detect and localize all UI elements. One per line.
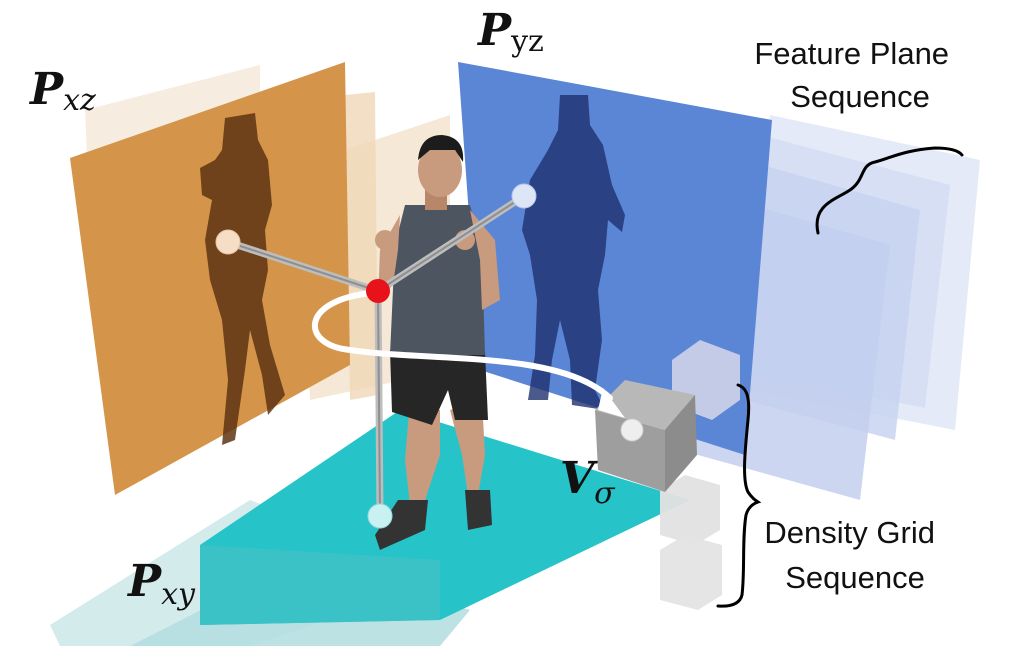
v-sigma-label: Vσ — [560, 453, 616, 511]
density-grid-sequence-stack — [595, 340, 740, 610]
person — [375, 135, 500, 550]
xy-projection-point — [367, 503, 393, 529]
yz-projection-point — [511, 183, 537, 209]
density-grid-brace — [716, 383, 762, 608]
xy-plane-stack — [50, 410, 690, 646]
density-cube — [595, 380, 697, 492]
density-grid-sequence-label: Density Grid Sequence — [764, 515, 943, 595]
sampling-arrow — [311, 290, 613, 401]
sampling-arrow-head — [598, 388, 625, 418]
p-xz-label: Pxz — [28, 64, 96, 118]
yz-silhouette — [522, 95, 625, 410]
xz-projection-point — [215, 229, 241, 255]
feature-plane-brace — [815, 146, 964, 235]
query-point — [366, 279, 390, 303]
density-sample-point — [620, 418, 644, 442]
projection-lines — [226, 193, 526, 516]
xz-silhouette — [200, 113, 285, 445]
p-yz-label: Pyz — [476, 5, 544, 59]
feature-plane-sequence-label: Feature Plane Sequence — [754, 36, 957, 114]
p-xy-label: Pxy — [126, 556, 196, 612]
